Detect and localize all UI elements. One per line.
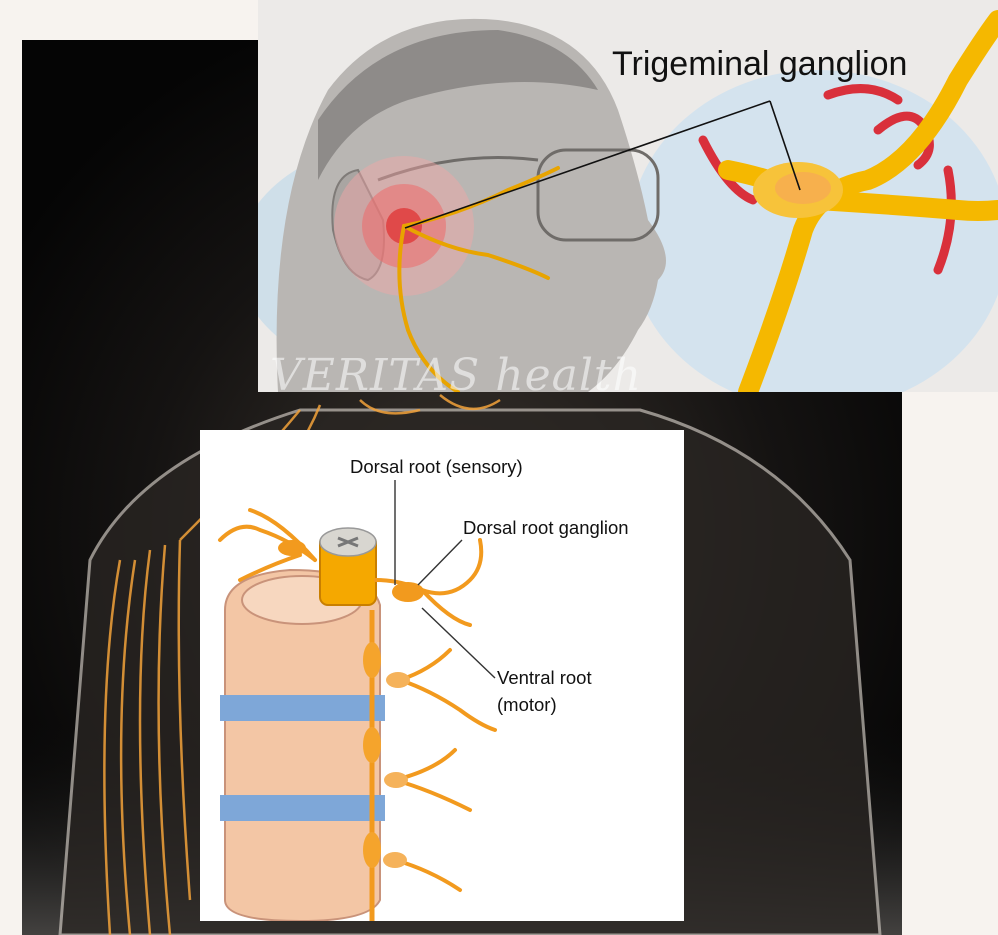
dorsal-root-label: Dorsal root (sensory) bbox=[350, 456, 523, 478]
intervertebral-disc bbox=[220, 795, 385, 821]
spine-illustration bbox=[200, 430, 684, 921]
ventral-root-sublabel: (motor) bbox=[497, 694, 557, 716]
vertebral-column bbox=[220, 570, 385, 921]
ventral-root-label: Ventral root bbox=[497, 667, 592, 689]
spine-panel bbox=[200, 430, 684, 921]
trigeminal-ganglion-label: Trigeminal ganglion bbox=[612, 45, 907, 84]
intervertebral-disc bbox=[220, 695, 385, 721]
dorsal-root-ganglion-label: Dorsal root ganglion bbox=[463, 517, 629, 539]
left-ganglion bbox=[278, 540, 306, 556]
